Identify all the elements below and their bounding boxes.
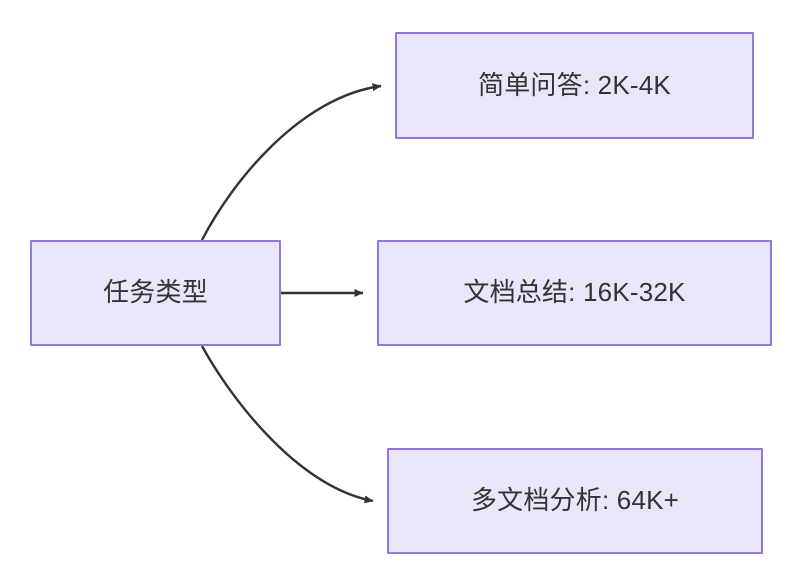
node-multi-doc-analysis[interactable]: 多文档分析: 64K+ <box>387 448 763 554</box>
node-doc-summary[interactable]: 文档总结: 16K-32K <box>377 240 772 346</box>
edge-task-type-to-multi-doc-analysis <box>200 345 374 504</box>
node-doc-summary-label: 文档总结: 16K-32K <box>463 277 686 308</box>
node-simple-qa-label: 简单问答: 2K-4K <box>478 69 671 100</box>
node-task-type-label: 任务类型 <box>103 277 208 308</box>
node-task-type[interactable]: 任务类型 <box>30 240 281 346</box>
edge-task-type-to-simple-qa <box>200 83 382 241</box>
node-multi-doc-analysis-label: 多文档分析: 64K+ <box>470 485 680 516</box>
node-simple-qa[interactable]: 简单问答: 2K-4K <box>395 32 754 139</box>
